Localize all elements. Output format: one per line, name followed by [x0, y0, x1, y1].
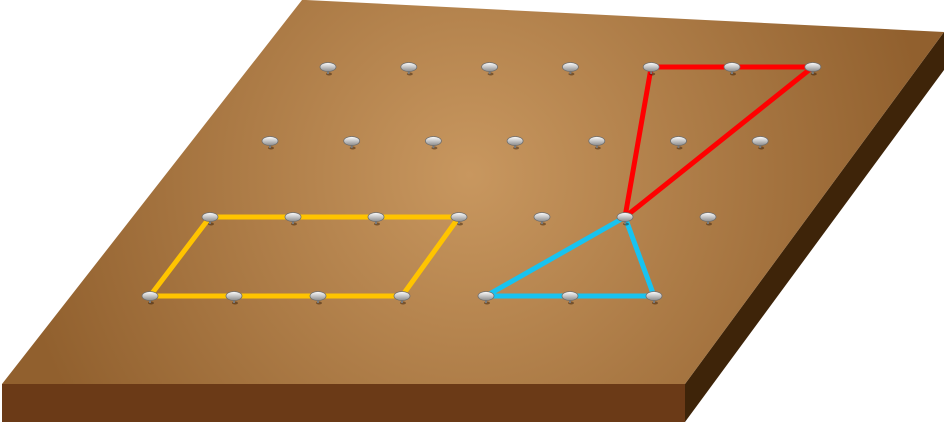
peg-r2-c3: [424, 136, 442, 150]
peg-r1-c2: [400, 62, 418, 76]
peg-r2-c4: [506, 136, 524, 150]
peg-r4-c2: [225, 291, 243, 305]
peg-r2-c1: [261, 136, 279, 150]
peg-r3-c1: [201, 212, 219, 226]
peg-r3-c2: [284, 212, 302, 226]
board-right-side: [685, 32, 944, 422]
peg-r1-c6: [723, 62, 741, 76]
peg-r2-c5: [588, 136, 606, 150]
peg-r1-c4: [562, 62, 579, 76]
peg-r4-c6: [561, 291, 579, 305]
peg-r1-c7: [804, 62, 822, 76]
peg-r2-c7: [751, 136, 769, 150]
peg-r4-c1: [141, 291, 159, 305]
peg-r3-c3: [367, 212, 385, 226]
peg-r3-c5: [533, 212, 551, 226]
peg-r2-c2: [343, 136, 361, 150]
peg-r4-c7: [645, 291, 663, 305]
peg-r1-c3: [481, 62, 499, 76]
peg-r3-c4: [450, 212, 468, 226]
peg-r3-c6: [616, 212, 634, 226]
peg-r4-c5: [477, 291, 495, 305]
peg-r3-c7: [699, 212, 717, 226]
board-top-surface: [2, 0, 944, 384]
peg-r1-c1: [319, 62, 337, 76]
peg-r2-c6: [670, 136, 687, 150]
peg-r1-c5: [642, 62, 660, 76]
peg-r4-c3: [309, 291, 327, 305]
board-front-side: [2, 384, 685, 422]
peg-grid: [141, 62, 822, 305]
peg-r4-c4: [393, 291, 411, 305]
